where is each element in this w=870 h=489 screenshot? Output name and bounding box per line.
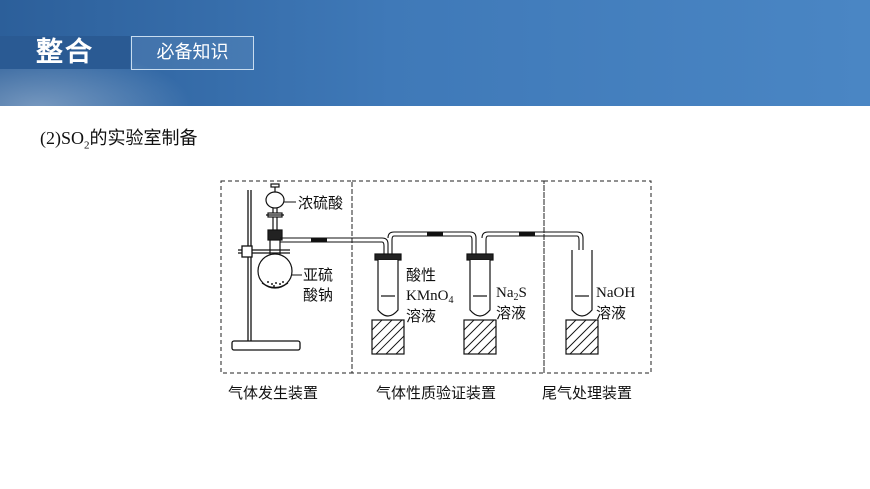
page-subtitle: 必备知识 xyxy=(131,36,254,70)
flask-label-line2: 酸钠 xyxy=(303,286,333,304)
flask-solid-particles xyxy=(267,281,284,287)
section-heading-prefix: (2)SO xyxy=(40,128,84,148)
tube2-label-line1: Na2S xyxy=(496,285,527,303)
caption-testing: 气体性质验证装置 xyxy=(376,384,496,402)
testing-section-frame xyxy=(351,180,545,374)
flask-label-line1: 亚硫 xyxy=(303,266,333,284)
round-bottom-flask xyxy=(257,229,293,289)
tube3-label-line2: 溶液 xyxy=(596,304,626,322)
caption-tail-gas: 尾气处理装置 xyxy=(542,384,632,402)
tube2-label-sub2: 2 xyxy=(514,292,519,303)
tube1-label-line3: 溶液 xyxy=(406,307,436,325)
tube2-label-s: S xyxy=(519,285,527,301)
test-tube-na2s xyxy=(463,253,497,355)
tube-connectors xyxy=(311,232,535,242)
tube1-label-line2: KMnO4 xyxy=(406,288,454,306)
section-heading-subscript: 2 xyxy=(84,139,90,152)
tube2-label-line2: 溶液 xyxy=(496,304,526,322)
tube3-label-line1: NaOH xyxy=(596,285,635,301)
tube1-label-sub4: 4 xyxy=(449,295,454,306)
test-tube-naoh xyxy=(565,250,599,355)
tube1-label-kmno: KMnO xyxy=(406,288,449,304)
separatory-funnel xyxy=(265,183,285,232)
tube1-label-line1: 酸性 xyxy=(406,266,436,284)
iron-stand xyxy=(231,190,301,351)
funnel-label: 浓硫酸 xyxy=(298,194,343,212)
page-title: 整合 xyxy=(0,36,130,69)
tail-gas-section-frame xyxy=(543,180,652,374)
section-heading-suffix: 的实验室制备 xyxy=(89,128,198,149)
section-heading: (2)SO2的实验室制备 xyxy=(40,124,198,152)
test-tube-kmno4 xyxy=(371,253,405,355)
header-banner: 整合 必备知识 xyxy=(0,0,870,106)
tube2-label-na: Na xyxy=(496,285,514,301)
caption-generation: 气体发生装置 xyxy=(228,384,318,402)
delivery-tubes xyxy=(280,231,584,306)
